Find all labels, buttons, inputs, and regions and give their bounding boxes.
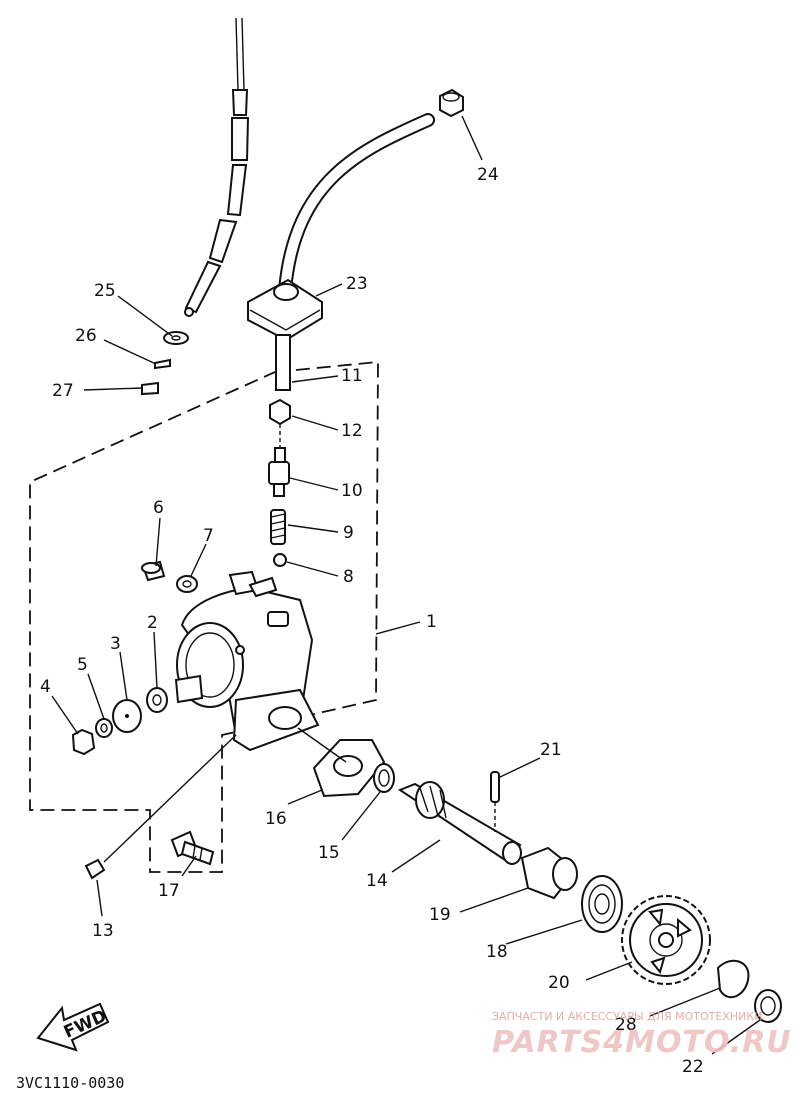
grommet-part-23 (247, 278, 323, 342)
bearing-part-18 (581, 875, 623, 933)
pin-part-26 (154, 358, 171, 370)
part-number-25: 25 (94, 281, 116, 301)
part-number-27: 27 (52, 381, 74, 401)
part-number-26: 26 (75, 326, 97, 346)
washer-part-5 (95, 718, 113, 738)
throttle-cable (184, 17, 250, 317)
part-number-10: 10 (341, 481, 363, 501)
oil-delivery-pipe (278, 113, 435, 297)
oil-pump-assembly (174, 570, 320, 752)
washer-part-25 (163, 331, 189, 345)
part-number-3: 3 (110, 634, 121, 654)
part-number-8: 8 (343, 567, 354, 587)
washer-part-7 (176, 575, 198, 593)
forward-direction-arrow: FWD (36, 1002, 110, 1052)
clip-part-13 (84, 858, 106, 880)
ball-part-8 (273, 553, 287, 567)
part-number-14: 14 (366, 871, 388, 891)
part-number-23: 23 (346, 274, 368, 294)
drive-shaft-part-14 (397, 781, 522, 865)
plate-part-3 (112, 699, 142, 733)
circlip-part-22 (754, 989, 782, 1023)
bolt-part-17 (170, 830, 215, 866)
part-number-5: 5 (77, 655, 88, 675)
cap-part-24 (439, 88, 464, 118)
gasket-part-16 (312, 739, 386, 798)
part-number-17: 17 (158, 881, 180, 901)
part-number-4: 4 (40, 677, 51, 697)
clip-part-27 (141, 381, 159, 396)
part-number-12: 12 (341, 421, 363, 441)
part-number-28: 28 (615, 1015, 637, 1035)
part-number-24: 24 (477, 165, 499, 185)
part-number-9: 9 (343, 523, 354, 543)
nut-part-4 (71, 728, 96, 756)
gear-part-20 (621, 895, 711, 985)
washer-part-2 (146, 687, 168, 713)
nut-part-12 (269, 398, 291, 426)
oil-seal-part-15 (373, 763, 395, 793)
part-number-18: 18 (486, 942, 508, 962)
watermark-line2: PARTS4MOTO.RU (492, 1025, 792, 1060)
part-number-6: 6 (153, 498, 164, 518)
spring-part-9 (270, 509, 286, 545)
part-number-22: 22 (682, 1057, 704, 1077)
leader-lines (51, 115, 761, 1055)
part-number-13: 13 (92, 921, 114, 941)
part-number-16: 16 (265, 809, 287, 829)
part-number-21: 21 (540, 740, 562, 760)
collar-part-19 (520, 846, 578, 900)
part-number-2: 2 (147, 613, 158, 633)
watermark-line1: ЗАПЧАСТИ И АКСЕССУАРЫ ДЛЯ МОТОТЕХНИКИ (492, 1010, 762, 1023)
part-number-19: 19 (429, 905, 451, 925)
drawing-code: 3VC1110-0030 (16, 1074, 124, 1092)
part-number-20: 20 (548, 973, 570, 993)
pin-part-21 (490, 771, 500, 832)
washer-part-28 (716, 959, 750, 999)
watermark: ЗАПЧАСТИ И АКСЕССУАРЫ ДЛЯ МОТОТЕХНИКИ PA… (492, 1010, 792, 1060)
screw-part-6 (141, 560, 166, 582)
part-number-1: 1 (426, 612, 437, 632)
part-number-7: 7 (203, 526, 214, 546)
part-number-11: 11 (341, 366, 363, 386)
union-bolt-part-10 (268, 447, 290, 497)
part-number-15: 15 (318, 843, 340, 863)
hose-part-11 (275, 334, 291, 391)
